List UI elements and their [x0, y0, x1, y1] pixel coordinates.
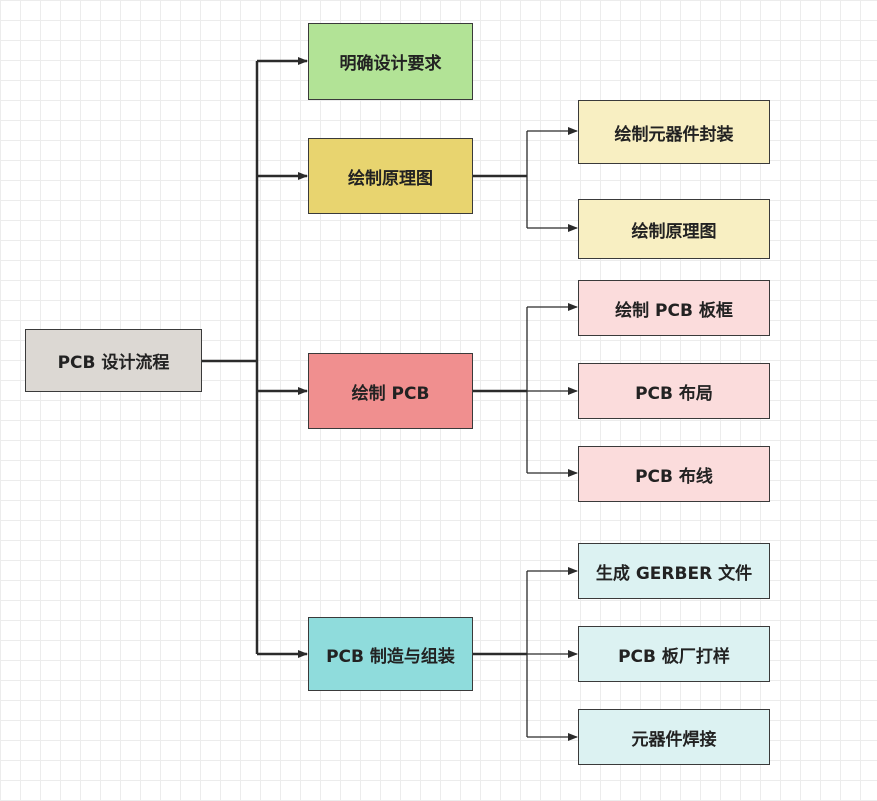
substep-component-soldering: 元器件焊接 — [578, 709, 770, 765]
substep-label: PCB 板厂打样 — [618, 646, 730, 667]
step-label: 绘制 PCB — [351, 383, 430, 404]
substep-pcb-placement: PCB 布局 — [578, 363, 770, 419]
step-draw-schematic: 绘制原理图 — [308, 138, 473, 214]
substep-draw-schematic: 绘制原理图 — [578, 199, 770, 259]
root-label: PCB 设计流程 — [57, 353, 170, 373]
substep-label: 元器件焊接 — [631, 729, 717, 750]
step-design-requirements: 明确设计要求 — [308, 23, 473, 100]
substep-draw-footprint: 绘制元器件封装 — [578, 100, 770, 164]
step-manufacturing: PCB 制造与组装 — [308, 617, 473, 691]
step-label: PCB 制造与组装 — [326, 646, 455, 667]
substep-pcb-routing: PCB 布线 — [578, 446, 770, 502]
substep-label: 绘制原理图 — [631, 221, 717, 242]
substep-pcb-prototype: PCB 板厂打样 — [578, 626, 770, 682]
step-label: 绘制原理图 — [348, 168, 433, 189]
root-node: PCB 设计流程 — [25, 329, 202, 392]
substep-label: PCB 布线 — [635, 466, 713, 487]
substep-label: 绘制 PCB 板框 — [615, 300, 733, 321]
substep-label: 绘制元器件封装 — [614, 124, 734, 145]
substep-board-outline: 绘制 PCB 板框 — [578, 280, 770, 336]
substep-label: PCB 布局 — [635, 383, 713, 404]
substep-gerber-generation: 生成 GERBER 文件 — [578, 543, 770, 599]
substep-label: 生成 GERBER 文件 — [595, 563, 753, 584]
step-label: 明确设计要求 — [339, 54, 442, 74]
step-draw-pcb: 绘制 PCB — [308, 353, 473, 429]
